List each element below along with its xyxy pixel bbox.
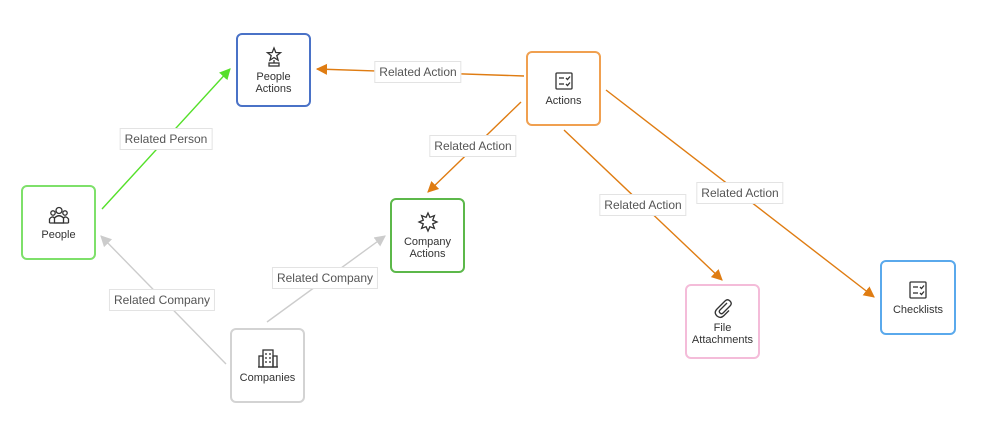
node-label: Company Actions	[403, 236, 452, 260]
edge-label-related-action: Related Action	[696, 182, 784, 204]
node-checklists[interactable]: Checklists	[880, 260, 956, 335]
edge-label-related-person: Related Person	[119, 128, 213, 150]
burst-star-icon	[416, 211, 439, 233]
node-people-actions[interactable]: People Actions	[236, 33, 311, 107]
checklist-icon	[907, 279, 929, 301]
building-icon	[257, 347, 279, 369]
star-trophy-icon	[263, 45, 285, 68]
node-file-attachments[interactable]: File Attachments	[685, 284, 760, 359]
node-companies[interactable]: Companies	[230, 328, 305, 403]
node-label: Companies	[239, 372, 296, 384]
node-label: File Attachments	[691, 322, 754, 346]
node-label: Checklists	[892, 304, 944, 316]
node-label: People Actions	[255, 70, 292, 95]
edge-label-related-action: Related Action	[374, 61, 462, 83]
node-actions[interactable]: Actions	[526, 51, 601, 126]
node-label: Actions	[545, 95, 582, 107]
edge-label-related-company: Related Company	[108, 289, 216, 311]
edge-label-related-company: Related Company	[271, 267, 379, 289]
node-company-actions[interactable]: Company Actions	[390, 198, 465, 273]
people-group-icon	[48, 204, 70, 226]
checklist-icon	[553, 70, 575, 92]
node-people[interactable]: People	[21, 185, 96, 260]
edge-label-related-action: Related Action	[599, 194, 687, 216]
edge-label-related-action: Related Action	[429, 135, 517, 157]
node-label: People	[41, 229, 76, 241]
paperclip-icon	[712, 297, 734, 319]
